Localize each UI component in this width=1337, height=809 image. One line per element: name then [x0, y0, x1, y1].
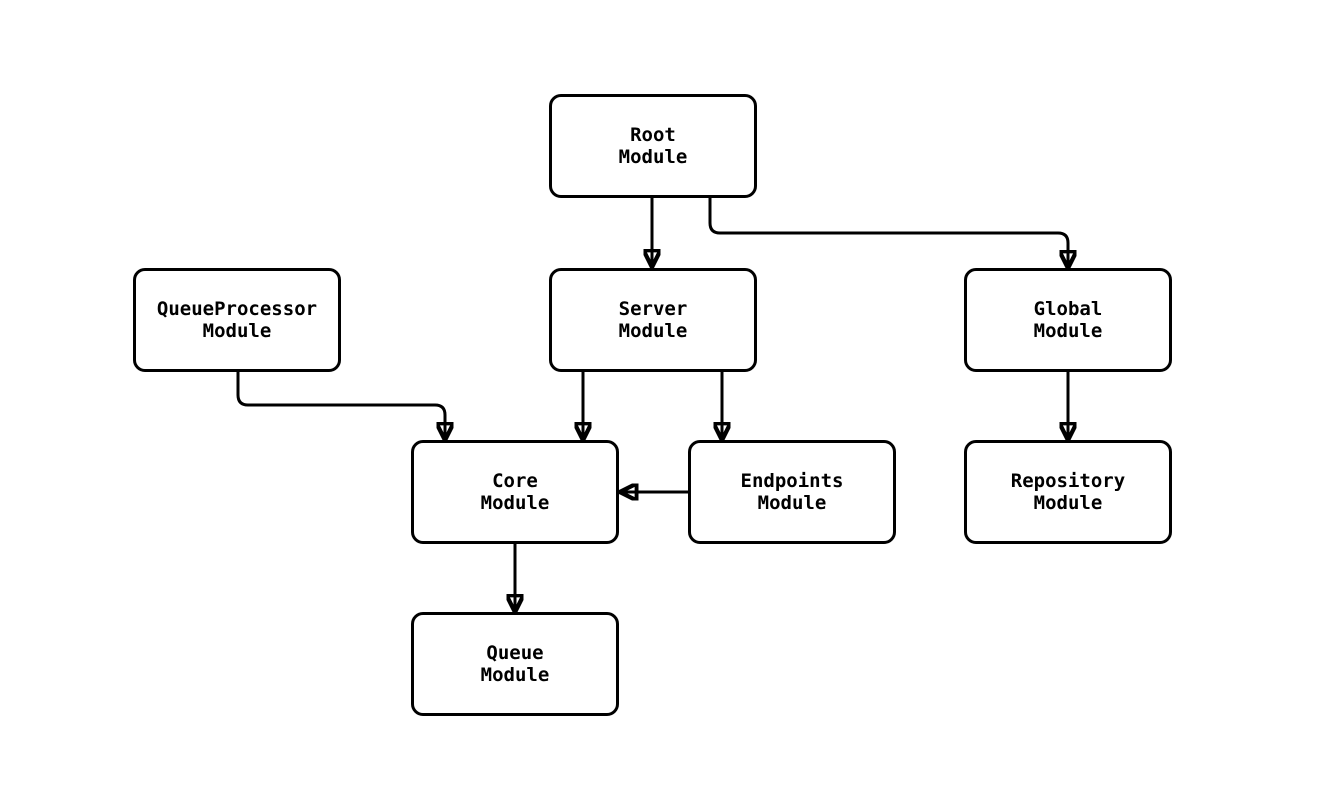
- node-core-module: Core Module: [411, 440, 619, 544]
- node-queueprocessor-module: QueueProcessor Module: [133, 268, 341, 372]
- node-root-module-label: Root Module: [618, 124, 688, 168]
- node-server-module: Server Module: [549, 268, 757, 372]
- node-endpoints-module: Endpoints Module: [688, 440, 896, 544]
- edge-root-global: [708, 198, 1068, 264]
- node-queueprocessor-module-label: QueueProcessor Module: [156, 298, 318, 342]
- node-root-module: Root Module: [549, 94, 757, 198]
- node-repository-module-label: Repository Module: [1010, 470, 1126, 514]
- node-endpoints-module-label: Endpoints Module: [740, 470, 844, 514]
- node-repository-module: Repository Module: [964, 440, 1172, 544]
- node-core-module-label: Core Module: [480, 470, 550, 514]
- node-global-module: Global Module: [964, 268, 1172, 372]
- node-server-module-label: Server Module: [618, 298, 688, 342]
- node-global-module-label: Global Module: [1033, 298, 1103, 342]
- node-queue-module: Queue Module: [411, 612, 619, 716]
- edge-queueprocessor-core: [236, 372, 445, 436]
- node-queue-module-label: Queue Module: [480, 642, 550, 686]
